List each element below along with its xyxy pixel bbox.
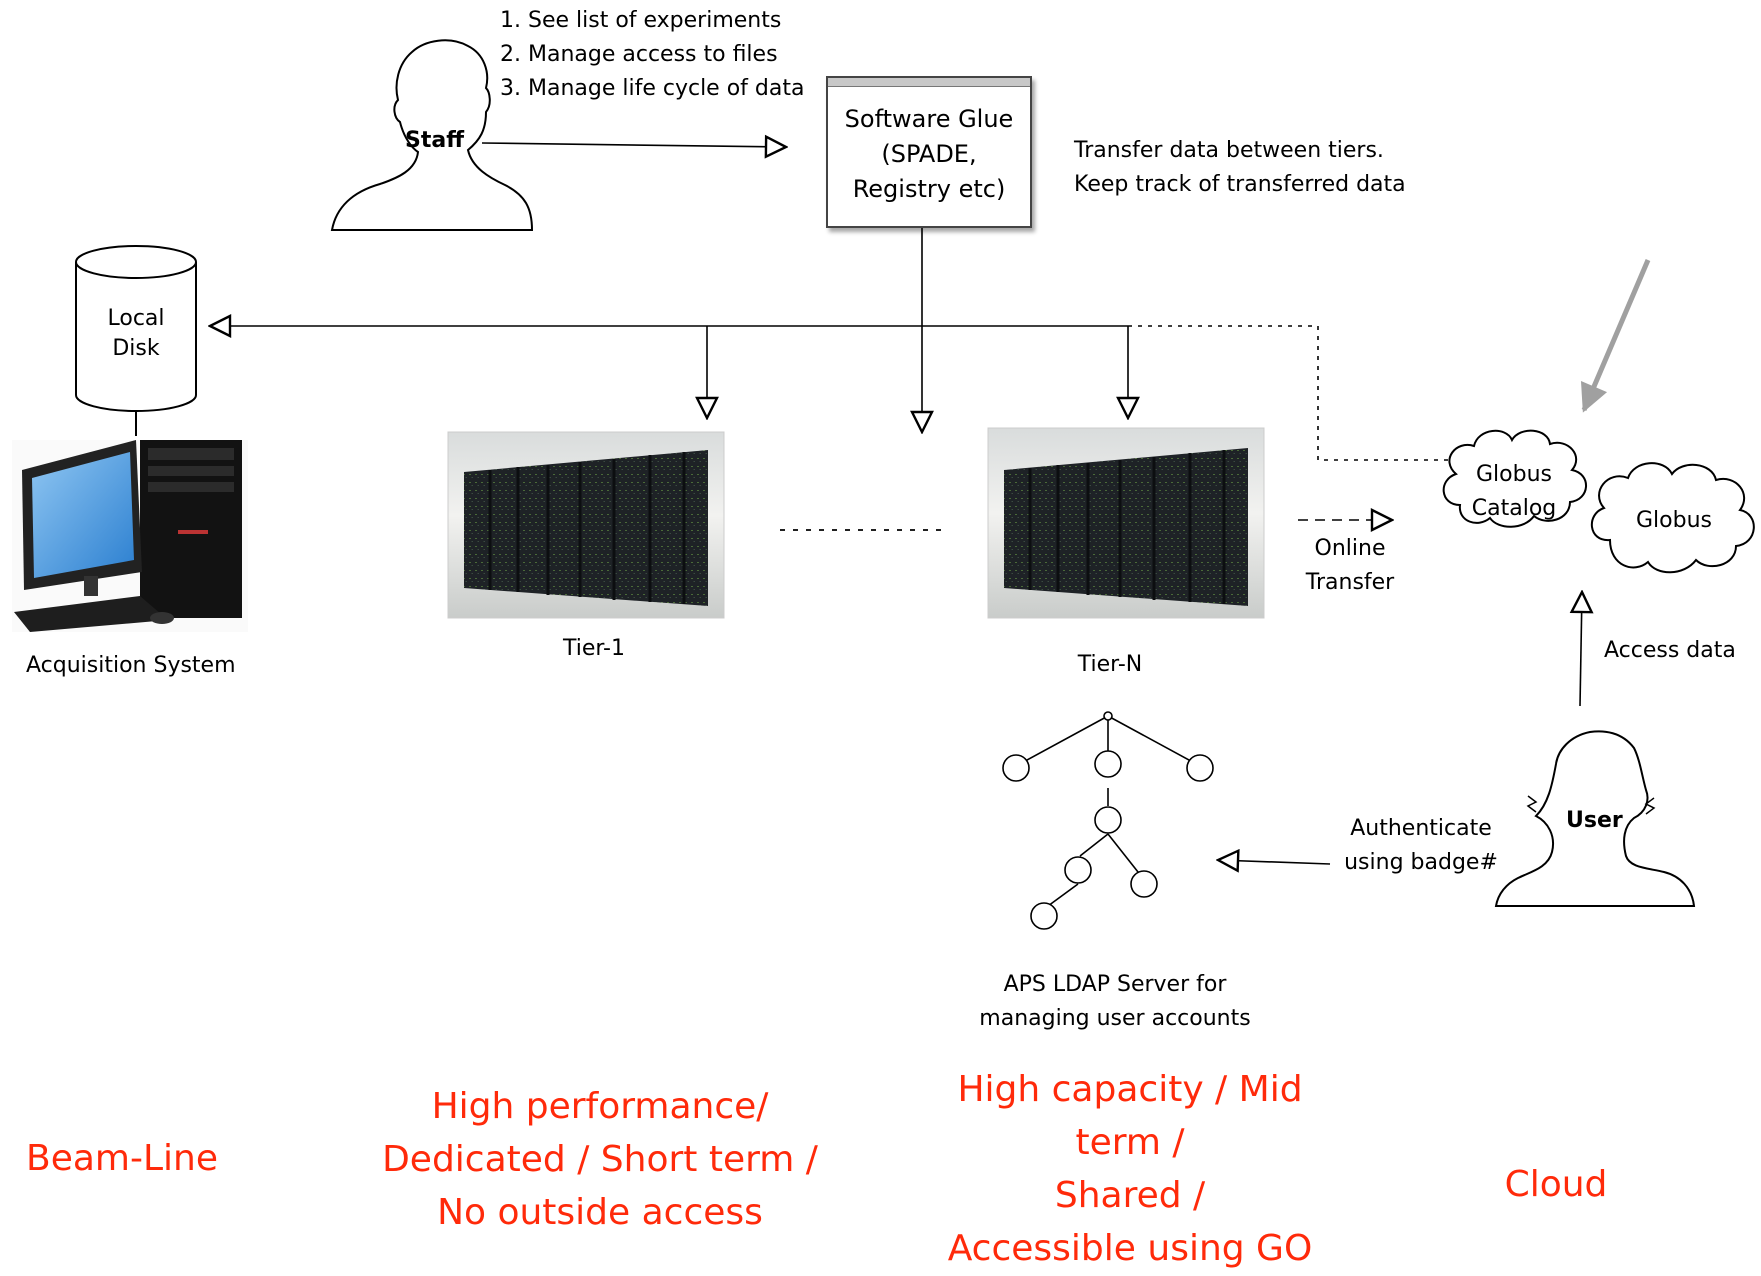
tier1-label: Tier-1 [563,636,625,661]
staff-silhouette-icon [330,39,534,231]
glue-description-line-1: Transfer data between tiers. [1074,138,1384,163]
online-transfer-label-2: Transfer [1305,570,1395,595]
zone-beamline-label: Beam-Line [26,1138,218,1179]
zone-tierN-line-2: term / [1075,1122,1185,1163]
access-data-arrow [1580,592,1582,707]
zone-tier1-line-2: Dedicated / Short term / [382,1139,818,1180]
globus-catalog-label-2: Catalog [1471,496,1557,521]
zone-tierN-line-1: High capacity / Mid [957,1069,1303,1110]
staff-to-glue-arrow [481,143,786,147]
globus-catalog-cloud-icon [1442,429,1587,528]
staff-label: Staff [405,128,465,153]
ldap-tree-icon [1002,711,1214,930]
gray-pointer-arrow [1580,259,1651,413]
staff-task-2: 2. Manage access to files [500,42,778,67]
globus-catalog-label-1: Globus [1476,462,1552,487]
ldap-label-1: APS LDAP Server for [1003,972,1227,997]
glue-description-line-2: Keep track of transferred data [1074,172,1406,197]
acquisition-system-label: Acquisition System [26,653,236,678]
zone-cloud-label: Cloud [1504,1164,1608,1205]
globus-label: Globus [1636,508,1712,533]
staff-task-1: 1. See list of experiments [500,8,782,33]
software-glue-titlebar [828,78,1030,87]
authenticate-arrow [1218,860,1331,864]
zone-tier1-line-3: No outside access [437,1192,763,1233]
software-glue-label: Software Glue (SPADE, Registry etc) [844,105,1014,203]
online-transfer-label-1: Online [1314,536,1386,561]
zone-tier1-line-1: High performance/ [431,1086,769,1127]
acquisition-computer-icon [12,440,248,632]
user-label: User [1566,808,1623,833]
software-glue-box[interactable]: Software Glue (SPADE, Registry etc) [826,76,1032,228]
catalog-dotted-line [1128,325,1450,461]
globus-cloud-icon [1590,462,1755,574]
tierN-rack-image [987,427,1265,619]
local-disk-label-2: Disk [112,336,160,361]
local-disk-label-1: Local [107,306,165,331]
tier1-rack-image [447,431,725,619]
authenticate-label-2: using badge# [1344,850,1498,875]
tierN-label: Tier-N [1077,652,1143,677]
local-disk-icon [75,245,197,436]
authenticate-label-1: Authenticate [1350,816,1492,841]
zone-tierN-line-4: Accessible using GO [947,1228,1313,1269]
staff-task-3: 3. Manage life cycle of data [500,76,805,101]
ldap-label-2: managing user accounts [979,1006,1251,1031]
zone-tierN-line-3: Shared / [1054,1175,1206,1216]
access-data-label: Access data [1604,638,1736,663]
user-silhouette-icon [1494,730,1696,907]
